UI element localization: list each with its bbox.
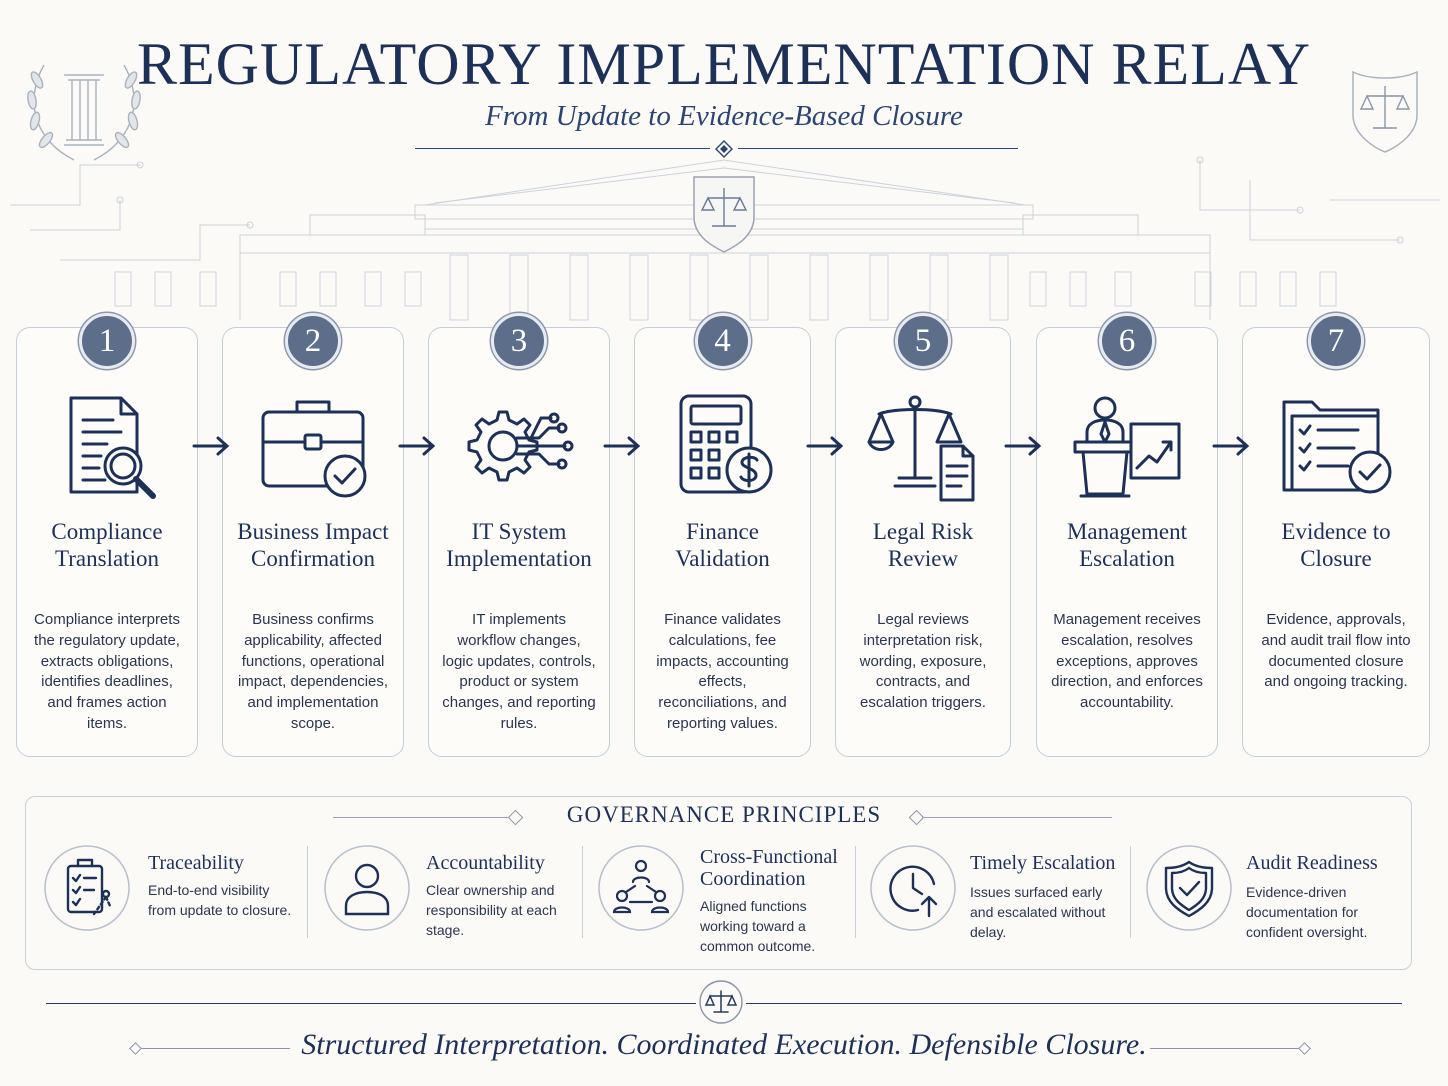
principle-description: Aligned functions working toward a commo… <box>700 898 816 954</box>
step-number-badge: 3 <box>491 313 547 369</box>
governance-principles-panel <box>25 796 1412 970</box>
principles-title-rule-right <box>922 817 1112 818</box>
step-title: Evidence to Closure <box>1281 519 1391 571</box>
scales-emblem-icon <box>699 980 743 1024</box>
principles-title: GOVERNANCE PRINCIPLES <box>566 802 882 827</box>
principle-name: Audit Readiness <box>1246 852 1378 874</box>
flow-arrow-5-6 <box>1004 436 1042 456</box>
principle-divider <box>1130 846 1131 938</box>
step-title: Finance Validation <box>675 519 770 571</box>
principle-description: Evidence-driven documentation for confid… <box>1246 884 1368 940</box>
subtitle-divider-right <box>738 148 1018 149</box>
flow-arrow-1-2 <box>192 436 230 456</box>
principles-title-rule-left <box>333 817 511 818</box>
step-title: Compliance Translation <box>51 519 163 571</box>
step-card-business-impact: 2 Business Impact Confirmation Business … <box>222 313 404 757</box>
step-number-badge: 4 <box>694 313 751 369</box>
footer-rule-right <box>746 1003 1402 1004</box>
document-magnifier-icon <box>69 396 156 499</box>
step-number-badge: 7 <box>1308 313 1364 369</box>
principle-traceability: Traceability End-to-end visibility from … <box>44 840 304 950</box>
step-card-legal-risk: 5 Legal Risk Review Legal reviews interp… <box>835 313 1011 757</box>
principle-name: Timely Escalation <box>970 852 1116 874</box>
page-title: REGULATORY IMPLEMENTATION RELAY <box>137 31 1311 97</box>
step-number-badge: 6 <box>1099 313 1155 369</box>
principle-name: Traceability <box>148 852 244 874</box>
step-number-badge: 1 <box>79 313 135 369</box>
principle-divider <box>855 846 856 938</box>
principle-description: Issues surfaced early and escalated with… <box>970 884 1106 940</box>
step-card-management-escalation: 6 Management Escalation Management recei… <box>1036 313 1218 757</box>
flow-arrow-3-4 <box>603 436 641 456</box>
principle-name: Accountability <box>426 852 545 874</box>
step-title: Business Impact Confirmation <box>237 519 389 571</box>
subtitle-divider-left <box>415 148 710 149</box>
step-description: Legal reviews interpretation risk, wordi… <box>859 611 987 712</box>
podium-chart-icon <box>1073 396 1181 498</box>
calculator-dollar-icon <box>679 394 772 494</box>
tagline-rule-right <box>1150 1048 1300 1049</box>
principle-description: End-to-end visibility from update to clo… <box>148 882 292 918</box>
principle-divider <box>582 846 583 938</box>
step-card-evidence-closure: 7 Evidence to Closure Evidence, approval… <box>1242 313 1430 757</box>
folder-checklist-icon <box>1282 400 1392 494</box>
person-icon <box>324 840 410 932</box>
page-subtitle: From Update to Evidence-Based Closure <box>485 100 963 132</box>
divider-diamond-icon <box>715 140 733 158</box>
clipboard-checklist-icon <box>44 840 130 932</box>
principle-divider <box>307 846 308 938</box>
step-description: Business confirms applicability, affecte… <box>237 611 389 732</box>
step-card-it-system: 3 IT System Implementation IT implements… <box>428 313 610 757</box>
principle-timely-escalation: Timely Escalation Issues surfaced early … <box>870 840 1130 950</box>
step-description: Management receives escalation, resolves… <box>1051 611 1203 712</box>
principle-cross-functional: Cross-Functional Coordination Aligned fu… <box>598 840 858 954</box>
courthouse-background-illustration <box>10 64 1440 321</box>
clock-arrow-icon <box>870 840 956 932</box>
step-title: Management Escalation <box>1066 519 1188 571</box>
step-card-finance-validation: 4 Finance Validation Finance validates c… <box>634 313 811 757</box>
principle-accountability: Accountability Clear ownership and respo… <box>324 840 584 950</box>
step-description: Finance validates calculations, fee impa… <box>656 611 789 732</box>
crest-shield-icon <box>693 176 755 253</box>
step-description: Evidence, approvals, and audit trail flo… <box>1261 611 1411 691</box>
footer-rule-left <box>46 1003 696 1004</box>
laurel-pillar-emblem <box>27 64 141 161</box>
step-card-compliance-translation: 1 Compliance Translation Compliance inte… <box>16 313 198 757</box>
shield-scales-emblem <box>1352 70 1418 153</box>
shield-check-icon <box>1146 840 1232 932</box>
briefcase-check-icon <box>261 400 367 498</box>
step-description: IT implements workflow changes, logic up… <box>442 611 596 732</box>
principle-audit-readiness: Audit Readiness Evidence-driven document… <box>1146 840 1406 950</box>
principle-name: Cross-Functional Coordination <box>700 846 838 890</box>
flow-arrow-2-3 <box>398 436 436 456</box>
footer-tagline: Structured Interpretation. Coordinated E… <box>301 1028 1147 1061</box>
tagline-rule-left <box>138 1048 290 1049</box>
step-title: IT System Implementation <box>446 519 592 571</box>
scales-document-icon <box>867 395 975 502</box>
gear-circuit-icon <box>467 410 574 482</box>
step-number-badge: 5 <box>895 313 951 369</box>
step-title: Legal Risk Review <box>872 519 974 571</box>
step-description: Compliance interprets the regulatory upd… <box>34 611 180 732</box>
flow-arrow-6-7 <box>1212 436 1250 456</box>
step-number-badge: 2 <box>285 313 341 369</box>
network-people-icon <box>598 840 684 932</box>
principle-description: Clear ownership and responsibility at ea… <box>426 882 557 938</box>
flow-arrow-4-5 <box>806 436 844 456</box>
